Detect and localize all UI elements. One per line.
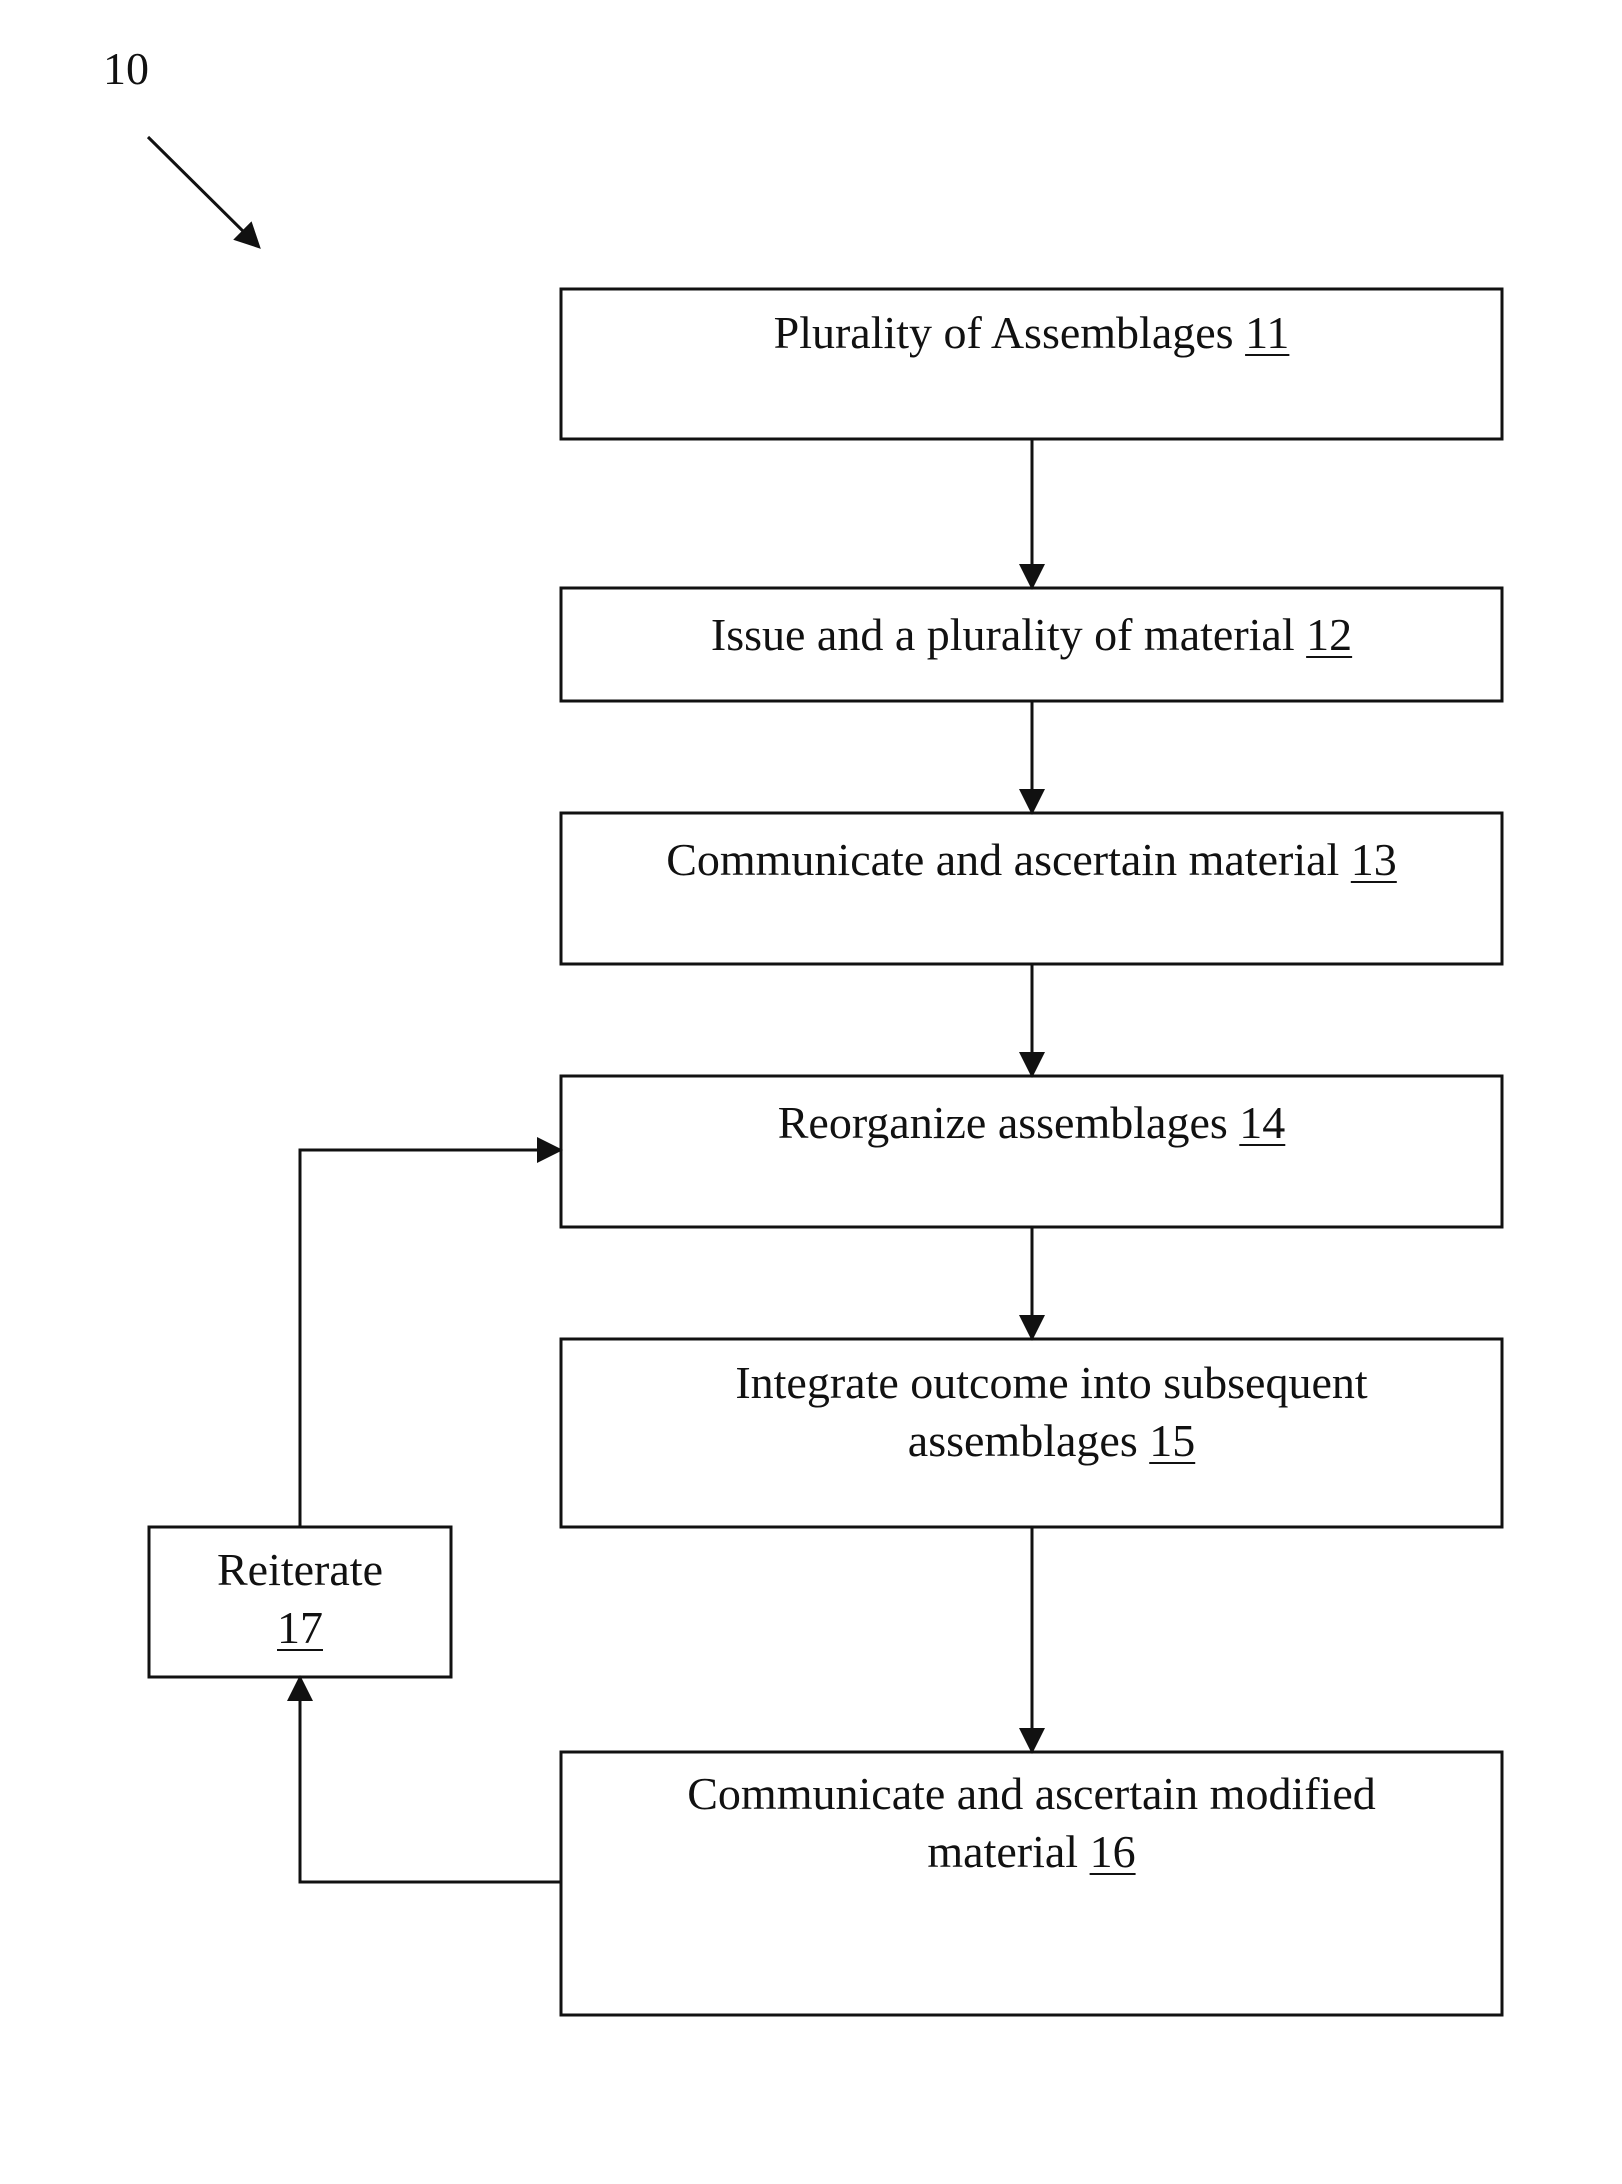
- step-label-16: Communicate and ascertain modified mater…: [561, 1765, 1502, 1881]
- step-text-15-line2-wrap: assemblages 15: [601, 1412, 1502, 1470]
- step-label-11: Plurality of Assemblages 11: [561, 304, 1502, 362]
- step-ref-13: 13: [1351, 834, 1397, 885]
- step-label-13: Communicate and ascertain material 13: [561, 831, 1502, 889]
- step-text-16-line2: material: [927, 1826, 1078, 1877]
- figure-reference-arrow: [148, 137, 258, 246]
- step-ref-12: 12: [1306, 609, 1352, 660]
- step-label-12: Issue and a plurality of material 12: [561, 606, 1502, 664]
- step-text-13: Communicate and ascertain material: [666, 834, 1339, 885]
- step-text-14: Reorganize assemblages: [778, 1097, 1228, 1148]
- step-text-15-line2: assemblages: [908, 1415, 1138, 1466]
- step-text-16-line2-wrap: material 16: [561, 1823, 1502, 1881]
- step-label-15: Integrate outcome into subsequent assemb…: [561, 1354, 1502, 1470]
- step-text-16-line1: Communicate and ascertain modified: [561, 1765, 1502, 1823]
- step-ref-15: 15: [1149, 1415, 1195, 1466]
- step-ref-14: 14: [1239, 1097, 1285, 1148]
- step-text-11: Plurality of Assemblages: [774, 307, 1234, 358]
- step-ref-11: 11: [1245, 307, 1289, 358]
- step-text-15-line1: Integrate outcome into subsequent: [601, 1354, 1502, 1412]
- edge-16-17: [300, 1679, 561, 1882]
- step-label-14: Reorganize assemblages 14: [561, 1094, 1502, 1152]
- step-label-17: Reiterate 17: [149, 1541, 451, 1657]
- step-text-12: Issue and a plurality of material: [711, 609, 1295, 660]
- step-text-17: Reiterate: [149, 1541, 451, 1599]
- step-ref-16: 16: [1090, 1826, 1136, 1877]
- step-ref-17: 17: [277, 1602, 323, 1653]
- edge-17-14: [300, 1150, 559, 1527]
- figure-number: 10: [103, 40, 149, 98]
